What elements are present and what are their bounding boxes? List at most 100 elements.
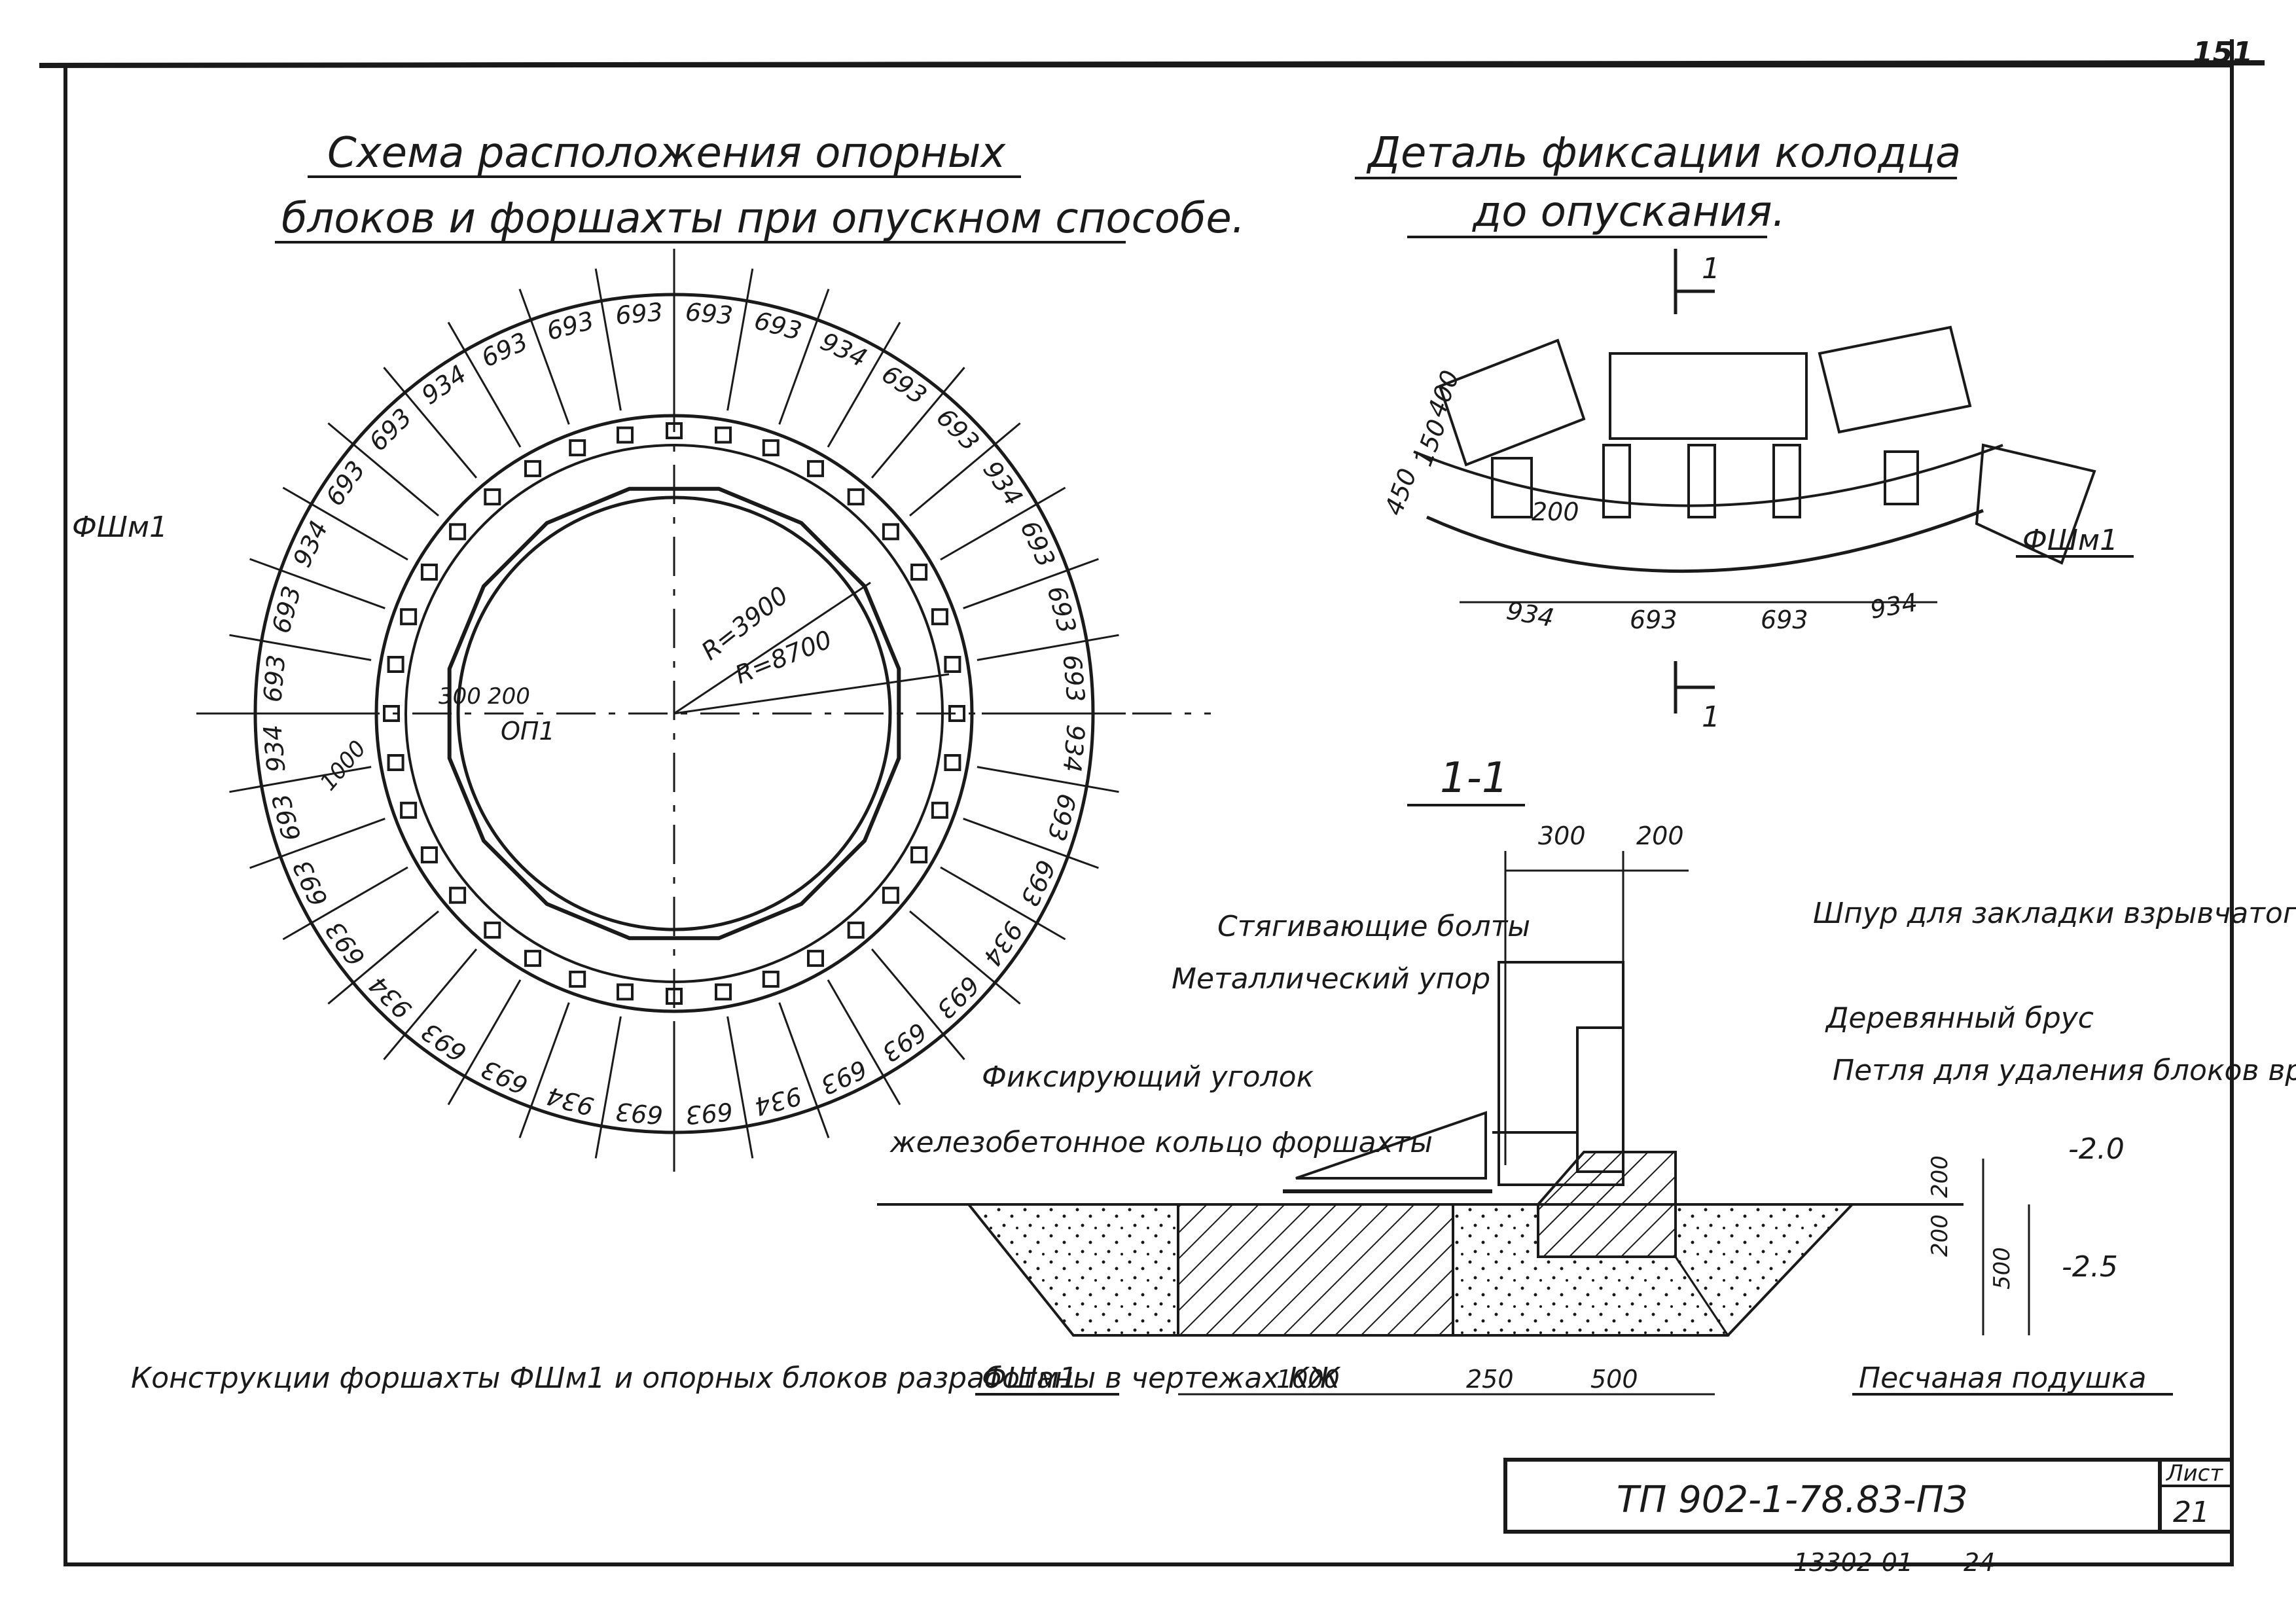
detail-drawing bbox=[1413, 249, 2096, 713]
section-bottom-dim-1: 1000 bbox=[1276, 1365, 1340, 1394]
scheme-label-fsh: ФШм1 bbox=[72, 511, 168, 544]
plan-opening-mark bbox=[948, 705, 965, 722]
plan-opening-mark bbox=[617, 983, 634, 1001]
archive-number: 13302-01 bbox=[1793, 1548, 1913, 1577]
plan-opening-mark bbox=[449, 523, 467, 541]
section-right-dim-1: 200 bbox=[1927, 1155, 1953, 1198]
plan-segment-dim: 934 bbox=[1058, 723, 1090, 773]
corner-mark: 151 bbox=[2193, 36, 2253, 69]
page-number: 24 bbox=[1964, 1548, 1995, 1577]
plan-opening-mark bbox=[666, 988, 683, 1005]
plan-segment-dim: 693 bbox=[1058, 654, 1090, 704]
plan-opening-mark bbox=[387, 754, 404, 771]
plan-segment-line bbox=[518, 289, 570, 425]
plan-segment-line bbox=[909, 910, 1021, 1005]
section-level-1: -2.0 bbox=[2068, 1132, 2125, 1166]
section-label-beam-text: Деревянный брус bbox=[1825, 1001, 2094, 1035]
plan-radius-line bbox=[673, 581, 871, 715]
plan-opening-mark bbox=[383, 705, 400, 722]
plan-segment-dim: 934 bbox=[416, 359, 472, 410]
sheet-frame bbox=[39, 39, 2265, 1566]
plan-segment-line bbox=[963, 558, 1099, 609]
plan-segment-dim: 693 bbox=[287, 856, 334, 911]
plan-segment-dim: 693 bbox=[876, 359, 932, 410]
plan-segment-line bbox=[940, 486, 1066, 561]
plan-inner-polygon bbox=[447, 486, 901, 941]
plan-segment-line bbox=[726, 268, 754, 411]
plan-segment-dim: 693 bbox=[1014, 856, 1061, 911]
plan-segment-line bbox=[518, 1002, 570, 1138]
plan-opening-mark bbox=[931, 608, 948, 626]
plan-segment-dim: 693 bbox=[320, 456, 371, 511]
plan-opening-mark bbox=[617, 426, 634, 444]
scheme-title: Схема расположения опорных блоков и форш… bbox=[275, 129, 1245, 244]
scheme-dim-300: 300 bbox=[439, 683, 481, 710]
plan-segment-line bbox=[447, 321, 522, 448]
plan-opening-mark bbox=[400, 801, 418, 819]
scheme-dim-1000: 1000 bbox=[315, 736, 371, 796]
section-label-bolts: Стягивающие болты bbox=[1217, 910, 1530, 943]
detail-title-line1: Деталь фиксации колодца bbox=[1366, 129, 1961, 177]
plan-opening-mark bbox=[569, 970, 586, 988]
scheme-dim-200: 200 bbox=[488, 683, 530, 710]
section-label-ring-text: железобетонное кольцо форшахты bbox=[889, 1126, 1433, 1159]
plan-segment-dim: 934 bbox=[363, 970, 417, 1024]
scheme-label-op: ОП1 bbox=[501, 717, 555, 746]
section-right-dim-3: 500 bbox=[1989, 1247, 2015, 1290]
plan-segment-dim: 693 bbox=[876, 1017, 932, 1068]
plan-segment-dim: 693 bbox=[615, 1097, 664, 1130]
plan-opening-mark bbox=[847, 921, 865, 939]
scheme-note-text: Конструкции форшахты ФШм1 и опорных блок… bbox=[131, 1362, 1341, 1395]
section-label-bolts-text: Стягивающие болты bbox=[1217, 910, 1530, 943]
plan-segment-line bbox=[870, 948, 965, 1060]
section-label-pin-text: Шпур для закладки взрывчатого вещества bbox=[1813, 897, 2296, 930]
plan-opening-mark bbox=[882, 886, 899, 904]
plan-segment-line bbox=[249, 818, 386, 869]
plan-opening-mark bbox=[944, 754, 961, 771]
detail-section-mark-top: 1 bbox=[1702, 252, 1720, 285]
plan-segment-dim: 693 bbox=[684, 1097, 734, 1130]
section-label-ring: железобетонное кольцо форшахты bbox=[889, 1126, 1433, 1159]
plan-opening-mark bbox=[569, 439, 586, 457]
plan-segment-line bbox=[778, 1002, 830, 1138]
scheme-title-line2: блоков и форшахты при опускном способе. bbox=[281, 194, 1245, 243]
plan-segment-line bbox=[726, 1016, 754, 1159]
detail-dim-200: 200 bbox=[1532, 497, 1579, 526]
detail-dim-bottom-3: 693 bbox=[1761, 605, 1808, 634]
plan-segment-line bbox=[327, 910, 439, 1005]
plan-segment-dim: 693 bbox=[931, 403, 984, 456]
sheet-number: 21 bbox=[2173, 1496, 2210, 1529]
detail-section-mark-bottom: 1 bbox=[1702, 700, 1720, 734]
plan-segment-line bbox=[778, 289, 830, 425]
plan-segment-line bbox=[827, 321, 901, 448]
section-label-angle-text: Фиксирующий уголок bbox=[982, 1060, 1314, 1094]
plan-radius-line bbox=[673, 673, 950, 715]
section-right-dim-2: 200 bbox=[1927, 1214, 1953, 1257]
plan-segment-dim: 693 bbox=[615, 297, 664, 330]
plan-segment-dim: 934 bbox=[977, 916, 1028, 971]
section-bottom-dim-2: 250 bbox=[1466, 1365, 1514, 1394]
plan-opening-mark bbox=[944, 656, 961, 673]
detail-dim-left-1: 400 bbox=[1422, 367, 1465, 421]
plan-opening-mark bbox=[666, 422, 683, 439]
plan-opening-mark bbox=[524, 950, 541, 967]
plan-segment-line bbox=[870, 367, 965, 478]
plan-segment-dim: 934 bbox=[816, 327, 871, 373]
plan-opening-mark bbox=[931, 801, 948, 819]
detail-dim-left-2: 150 bbox=[1408, 416, 1452, 470]
plan-segment-line bbox=[594, 268, 622, 411]
plan-segment-line bbox=[249, 558, 386, 609]
section-label-sand: Песчаная подушка bbox=[1859, 1362, 2146, 1395]
section-top-dim-2: 200 bbox=[1636, 821, 1684, 850]
plan-segment-dim: 934 bbox=[287, 516, 334, 571]
plan-opening-mark bbox=[882, 523, 899, 541]
section-label-fsh: ФШм1 bbox=[982, 1362, 1077, 1395]
plan-segment-dim: 693 bbox=[931, 970, 984, 1024]
section-drawing bbox=[877, 851, 1964, 1337]
sheet-label: Лист bbox=[2165, 1460, 2223, 1487]
plan-segment-line bbox=[229, 766, 372, 793]
plan-segment-dim: 934 bbox=[977, 456, 1028, 511]
plan-opening-mark bbox=[449, 886, 467, 904]
plan-segment-line bbox=[827, 979, 901, 1106]
